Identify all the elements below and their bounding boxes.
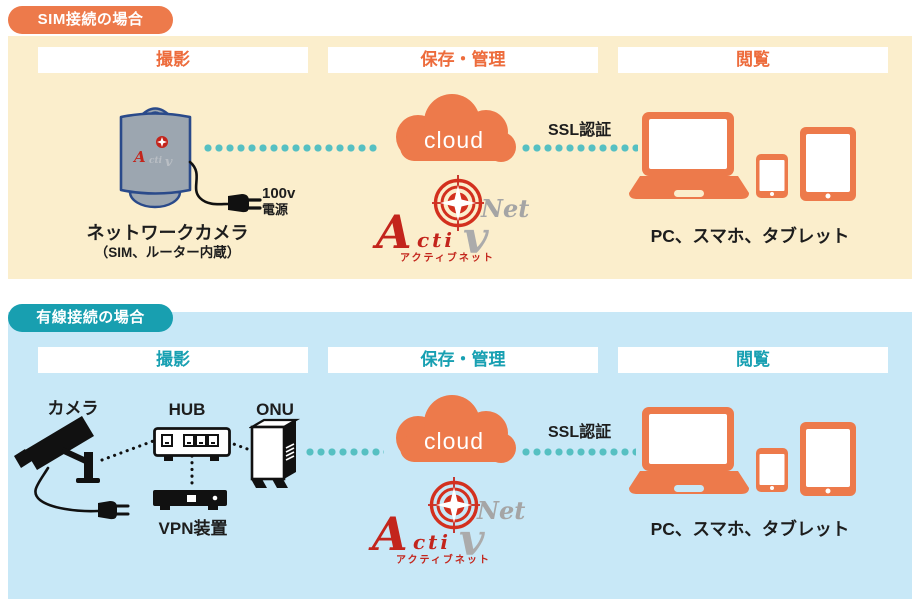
activnet-target-icon xyxy=(432,175,484,231)
wired-section-badge: 有線接続の場合 xyxy=(8,304,173,332)
laptop-icon xyxy=(629,112,749,199)
tablet-icon xyxy=(800,127,856,201)
link-onu-to-cloud-dots xyxy=(306,448,384,456)
wired-column-header-storage: 保存・管理 xyxy=(328,347,598,373)
link-cloud-to-devices-dots-wired xyxy=(522,448,636,456)
black-dotted-links xyxy=(100,438,255,490)
activnet-target-icon xyxy=(428,477,480,533)
sim-column-header-viewing: 閲覧 xyxy=(618,47,888,73)
cloud-label: cloud xyxy=(424,127,484,153)
devices-label-sim: PC、スマホ、タブレット xyxy=(650,226,850,246)
ssl-label-wired: SSL認証 xyxy=(548,424,612,441)
smartphone-icon xyxy=(756,448,788,492)
logo-katakana: アクティブネット xyxy=(396,555,491,566)
cctv-camera-icon xyxy=(14,416,255,520)
logo-word-net: Net xyxy=(477,496,526,525)
cloud-sim: cloud xyxy=(386,87,522,173)
hub-icon xyxy=(153,427,231,461)
hub-label: HUB xyxy=(168,400,206,419)
svg-text:v: v xyxy=(165,155,173,170)
camera-mini-logo: A cti v xyxy=(132,136,173,170)
onu-icon xyxy=(249,418,301,488)
logo-letter-v: v xyxy=(463,213,489,264)
cloud-label: cloud xyxy=(424,428,484,454)
smartphone-icon xyxy=(756,154,788,198)
logo-word-net: Net xyxy=(481,194,530,223)
sim-section-badge: SIM接続の場合 xyxy=(8,6,173,34)
link-camera-to-cloud-dots xyxy=(204,144,380,152)
cloud-wired: cloud xyxy=(386,388,522,474)
power-label-voltage: 100v xyxy=(262,185,296,202)
wired-column-header-viewing: 閲覧 xyxy=(618,347,888,373)
svg-text:cti: cti xyxy=(149,156,163,166)
network-camera-label: ネットワークカメラ xyxy=(86,223,249,243)
activnet-logo-wired: A cti v Net アクティブネット xyxy=(370,477,542,571)
cloud-icon xyxy=(396,94,516,162)
power-plug-icon xyxy=(188,160,262,213)
devices-label-wired: PC、スマホ、タブレット xyxy=(650,519,850,539)
wired-column-header-shooting: 撮影 xyxy=(38,347,308,373)
power-label: 100v 電源 xyxy=(262,186,295,218)
cctv-camera-label: カメラ xyxy=(47,399,99,418)
tablet-icon xyxy=(800,422,856,496)
laptop-icon xyxy=(629,407,749,494)
network-camera-sublabel: （SIM、ルーター内蔵） xyxy=(94,245,241,260)
logo-katakana: アクティブネット xyxy=(400,253,495,264)
onu-label: ONU xyxy=(256,400,294,419)
svg-text:A: A xyxy=(132,148,146,166)
cloud-icon xyxy=(396,395,516,463)
logo-letter-v: v xyxy=(459,515,485,566)
logo-letter-a: A xyxy=(372,507,408,561)
vpn-label: VPN装置 xyxy=(158,519,228,538)
logo-letters-cti: cti xyxy=(413,530,452,554)
logo-letter-a: A xyxy=(376,205,412,259)
link-cloud-to-devices-dots xyxy=(522,144,638,152)
ssl-label-sim: SSL認証 xyxy=(548,122,612,139)
power-label-source: 電源 xyxy=(262,201,289,217)
network-camera-icon: A cti v xyxy=(119,107,192,209)
logo-letters-cti: cti xyxy=(417,228,456,252)
sim-column-header-storage: 保存・管理 xyxy=(328,47,598,73)
vpn-icon xyxy=(153,490,227,510)
sim-column-header-shooting: 撮影 xyxy=(38,47,308,73)
activnet-logo: A cti v Net アクティブネット xyxy=(374,175,546,269)
